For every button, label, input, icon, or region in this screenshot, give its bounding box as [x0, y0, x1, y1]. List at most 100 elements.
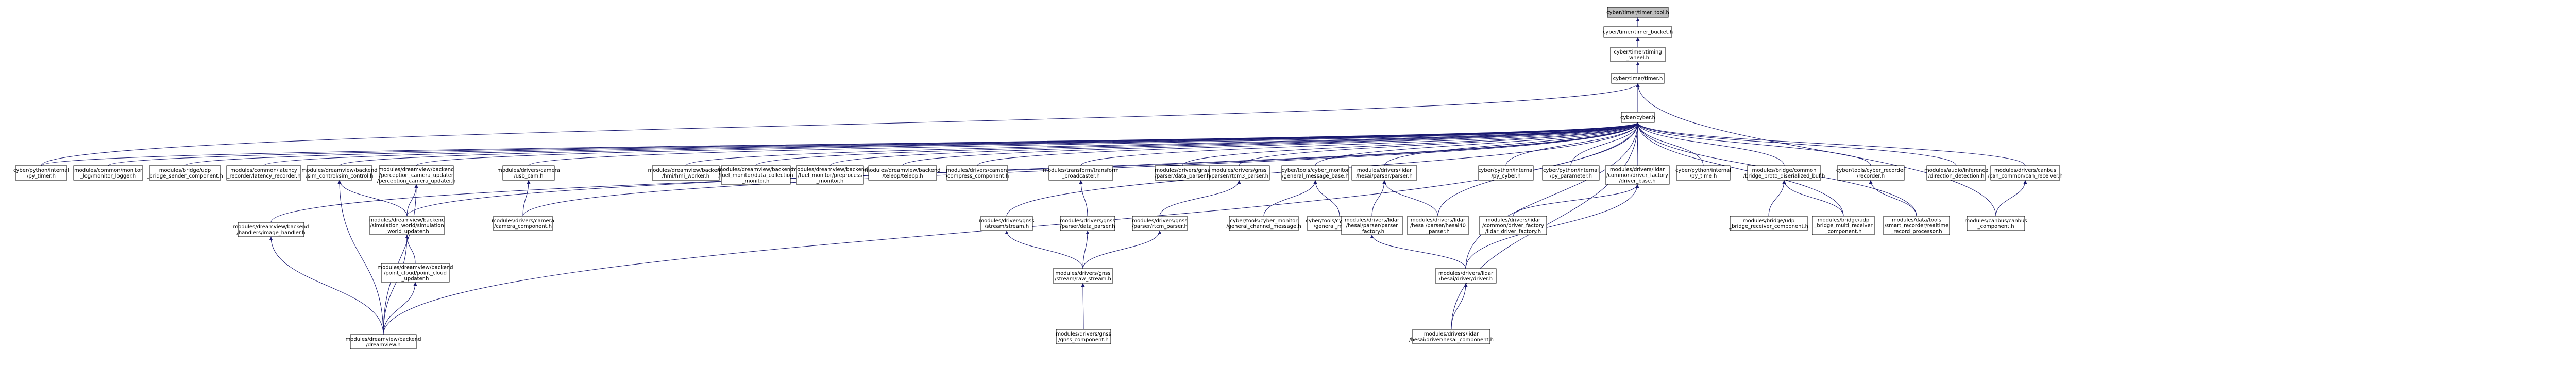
node-label: /teleop/teleop.h: [882, 173, 923, 179]
node-label: /can_common/can_receiver.h: [1988, 173, 2062, 179]
edge-compress-to-cyber: [977, 122, 1640, 166]
file-node-hesai-driver[interactable]: modules/drivers/lidar/hesai/driver/drive…: [1435, 268, 1497, 284]
edge-canbus_comp-to-canbus: [1995, 180, 2027, 217]
file-node-audio[interactable]: modules/audio/inference/direction_detect…: [1924, 165, 1988, 181]
node-box: [1341, 216, 1403, 235]
file-node-dv-timer[interactable]: cyber/python/internal/py_timer.h: [13, 165, 69, 181]
file-node-cyber-recorder[interactable]: cyber/tools/cyber_recorder/recorder.h: [1836, 165, 1906, 181]
node-box: [307, 165, 372, 181]
file-node-point-cloud[interactable]: modules/dreamview/backend/point_cloud/po…: [378, 263, 453, 283]
file-node-bridge-receiver[interactable]: modules/bridge/udp_bridge_receiver_compo…: [1728, 216, 1808, 231]
edge-dv_timer-to-cyber: [41, 122, 1639, 166]
node-label: /driver_base.h: [1619, 179, 1655, 184]
edge-camera_component-to-camera: [522, 180, 531, 217]
edge-transform_listener-to-cyber: [1080, 122, 1640, 166]
file-node-gnss-raw[interactable]: modules/drivers/gnss/parser/rtcm3_parser…: [1208, 165, 1270, 181]
edge-gnss_raw_stream-to-gnss_rtcm: [1082, 230, 1162, 269]
file-node-transform-listener[interactable]: modules/transform/transform_broadcaster.…: [1043, 165, 1119, 181]
node-label: cyber/tools/cyber_monitor: [1230, 218, 1298, 224]
node-label: /py_cyber.h: [1491, 173, 1520, 179]
node-label: modules/drivers/lidar: [1357, 168, 1412, 173]
node-label: cyber/timer/timing: [1614, 49, 1662, 55]
file-node-teleop[interactable]: modules/dreamview/backend/teleop/teleop.…: [865, 165, 941, 181]
file-node-image-handler[interactable]: modules/dreamview/backend/handlers/image…: [233, 222, 309, 237]
file-node-camera[interactable]: modules/drivers/camera/usb_cam.h: [497, 165, 560, 181]
file-node-logmonitor[interactable]: modules/common/monitor_log/monitor_logge…: [73, 165, 143, 181]
edge-camera-to-cyber: [528, 122, 1640, 166]
file-node-latency[interactable]: modules/common/latency_recorder/latency_…: [226, 165, 301, 181]
file-node-bridge-multi[interactable]: modules/bridge/udp_bridge_multi_receiver…: [1812, 216, 1875, 235]
file-node-timer[interactable]: cyber/timer/timer.h: [1611, 73, 1665, 84]
node-box: [1435, 268, 1497, 284]
node-box: [15, 165, 67, 181]
file-node-gnss-stream[interactable]: modules/drivers/gnss/stream/stream.h: [979, 216, 1035, 231]
file-node-gnss-data2[interactable]: modules/drivers/gnss/parser/data_parser.…: [1060, 216, 1115, 231]
edge-bridge_proto-to-cyber: [1636, 122, 1785, 166]
file-node-timer-tool[interactable]: cyber/timer/timer_tool.h: [1606, 7, 1669, 18]
file-node-bridge-sender[interactable]: modules/bridge/udp_bridge_sender_compone…: [146, 165, 223, 181]
node-box: [502, 165, 555, 181]
node-label: cyber/timer/timer.h: [1613, 76, 1663, 82]
node-label: /stream/raw_stream.h: [1055, 276, 1111, 282]
node-label: modules/bridge/udp: [1743, 218, 1795, 224]
file-node-lidar-hesai-factory[interactable]: modules/drivers/lidar/hesai/parser/parse…: [1341, 216, 1403, 235]
file-node-lidar-param[interactable]: modules/drivers/lidar/hesai/parser/parse…: [1351, 165, 1417, 181]
node-box: [1412, 329, 1490, 344]
node-label: modules/drivers/lidar: [1411, 218, 1466, 223]
file-node-compress[interactable]: modules/drivers/camera/compress_componen…: [946, 165, 1009, 181]
file-node-channel-msg[interactable]: cyber/tools/cyber_monitor/general_channe…: [1226, 216, 1301, 231]
node-label: _updater.h: [401, 276, 429, 282]
file-node-lidar-hesai40[interactable]: modules/drivers/lidar/hesai/parser/hesai…: [1407, 216, 1469, 235]
file-node-gnss-data[interactable]: modules/drivers/gnss/parser/data_parser.…: [1155, 165, 1210, 181]
file-node-hmi-worker[interactable]: modules/dreamview/backend/hmi/hmi_worker…: [648, 165, 724, 181]
file-node-canbus[interactable]: modules/drivers/canbus/can_common/can_re…: [1988, 165, 2063, 181]
node-box: [1610, 47, 1666, 62]
file-node-gnss-comp[interactable]: modules/drivers/gnss/gnss_component.h: [1056, 329, 1111, 344]
file-node-camera-component[interactable]: modules/drivers/camera/camera_component.…: [492, 216, 554, 231]
file-node-simulation-world[interactable]: modules/dreamview/backend/simulation_wor…: [369, 216, 445, 235]
node-box: [1407, 216, 1469, 235]
node-box: [1048, 165, 1113, 181]
file-node-py-parameter[interactable]: cyber/python/internal/py_parameter.h: [1542, 165, 1600, 181]
file-node-cyber-record[interactable]: modules/data/tools/smart_recorder/realti…: [1883, 216, 1950, 235]
node-label: /fuel_monitor/data_collection: [718, 173, 793, 179]
file-node-gnss-rtcm[interactable]: modules/drivers/gnss/parser/rtcm_parser.…: [1132, 216, 1188, 231]
file-node-dreamview[interactable]: modules/dreamview/backend/dreamview.h: [346, 334, 421, 349]
node-label: modules/dreamview/backend: [792, 167, 868, 173]
node-label: /parser/data_parser.h: [1060, 224, 1115, 230]
edge-lidar_param-to-cyber: [1384, 122, 1640, 166]
node-label: /common/driver_factory: [1482, 223, 1544, 229]
file-node-fuel-collector[interactable]: modules/dreamview/backend/fuel_monitor/d…: [718, 165, 794, 185]
edge-lidar_hesai40-to-lidar_param: [1382, 180, 1438, 217]
node-label: cyber/timer/timer_tool.h: [1606, 10, 1669, 16]
file-node-py-cyber[interactable]: cyber/python/internal/py_cyber.h: [1478, 165, 1534, 181]
file-node-cyber-general[interactable]: cyber/tools/cyber_monitor/general_messag…: [1281, 165, 1349, 181]
file-node-timing-wheel[interactable]: cyber/timer/timing_wheel.h: [1610, 47, 1666, 62]
file-node-gnss-raw-stream[interactable]: modules/drivers/gnss/stream/raw_stream.h: [1053, 268, 1113, 284]
file-node-perception[interactable]: modules/dreamview/backend/perception_cam…: [377, 165, 456, 185]
file-node-hesai-comp[interactable]: modules/drivers/lidar/hesai/driver/hesai…: [1409, 329, 1494, 344]
node-label: modules/drivers/camera: [946, 168, 1009, 173]
file-node-fuel-preprocess[interactable]: modules/dreamview/backend/fuel_monitor/p…: [792, 165, 868, 185]
node-label: _log/monitor_logger.h: [80, 173, 136, 179]
node-label: /hesai/parser/parser.h: [1356, 173, 1412, 179]
node-label: /bridge_proto_diserialized_buf.h: [1743, 173, 1825, 179]
node-label: /hesai/driver/driver.h: [1439, 276, 1493, 282]
file-node-py-time[interactable]: cyber/python/internal/py_time.h: [1675, 165, 1731, 181]
node-label: cyber/python/internal: [1543, 168, 1599, 173]
node-box: [381, 263, 450, 283]
node-label: _world_updater.h: [384, 229, 429, 235]
edge-lidar_driver_factory-to-lidar_factory: [1513, 184, 1639, 217]
edge-bridge_multi-to-cyber: [1636, 122, 1844, 217]
node-label: modules/bridge/udp: [1818, 218, 1870, 223]
file-node-bridge-proto[interactable]: modules/bridge/common/bridge_proto_diser…: [1743, 165, 1825, 181]
file-node-timer-bucket[interactable]: cyber/timer/timer_bucket.h: [1603, 26, 1673, 38]
file-node-canbus-comp[interactable]: modules/canbus/canbus_component.h: [1964, 216, 2027, 231]
node-label: modules/drivers/gnss: [1056, 331, 1111, 337]
file-node-cyber[interactable]: cyber/cyber.h: [1620, 112, 1655, 123]
file-node-lidar-factory[interactable]: modules/drivers/lidar/common/driver_fact…: [1605, 165, 1670, 185]
node-label: _component.h: [1977, 224, 2014, 230]
node-box: [1990, 165, 2060, 181]
file-node-lidar-driver-factory[interactable]: modules/drivers/lidar/common/driver_fact…: [1479, 216, 1547, 235]
file-node-ctrl-cmd[interactable]: modules/dreamview/backend/sim_control/si…: [302, 165, 378, 181]
